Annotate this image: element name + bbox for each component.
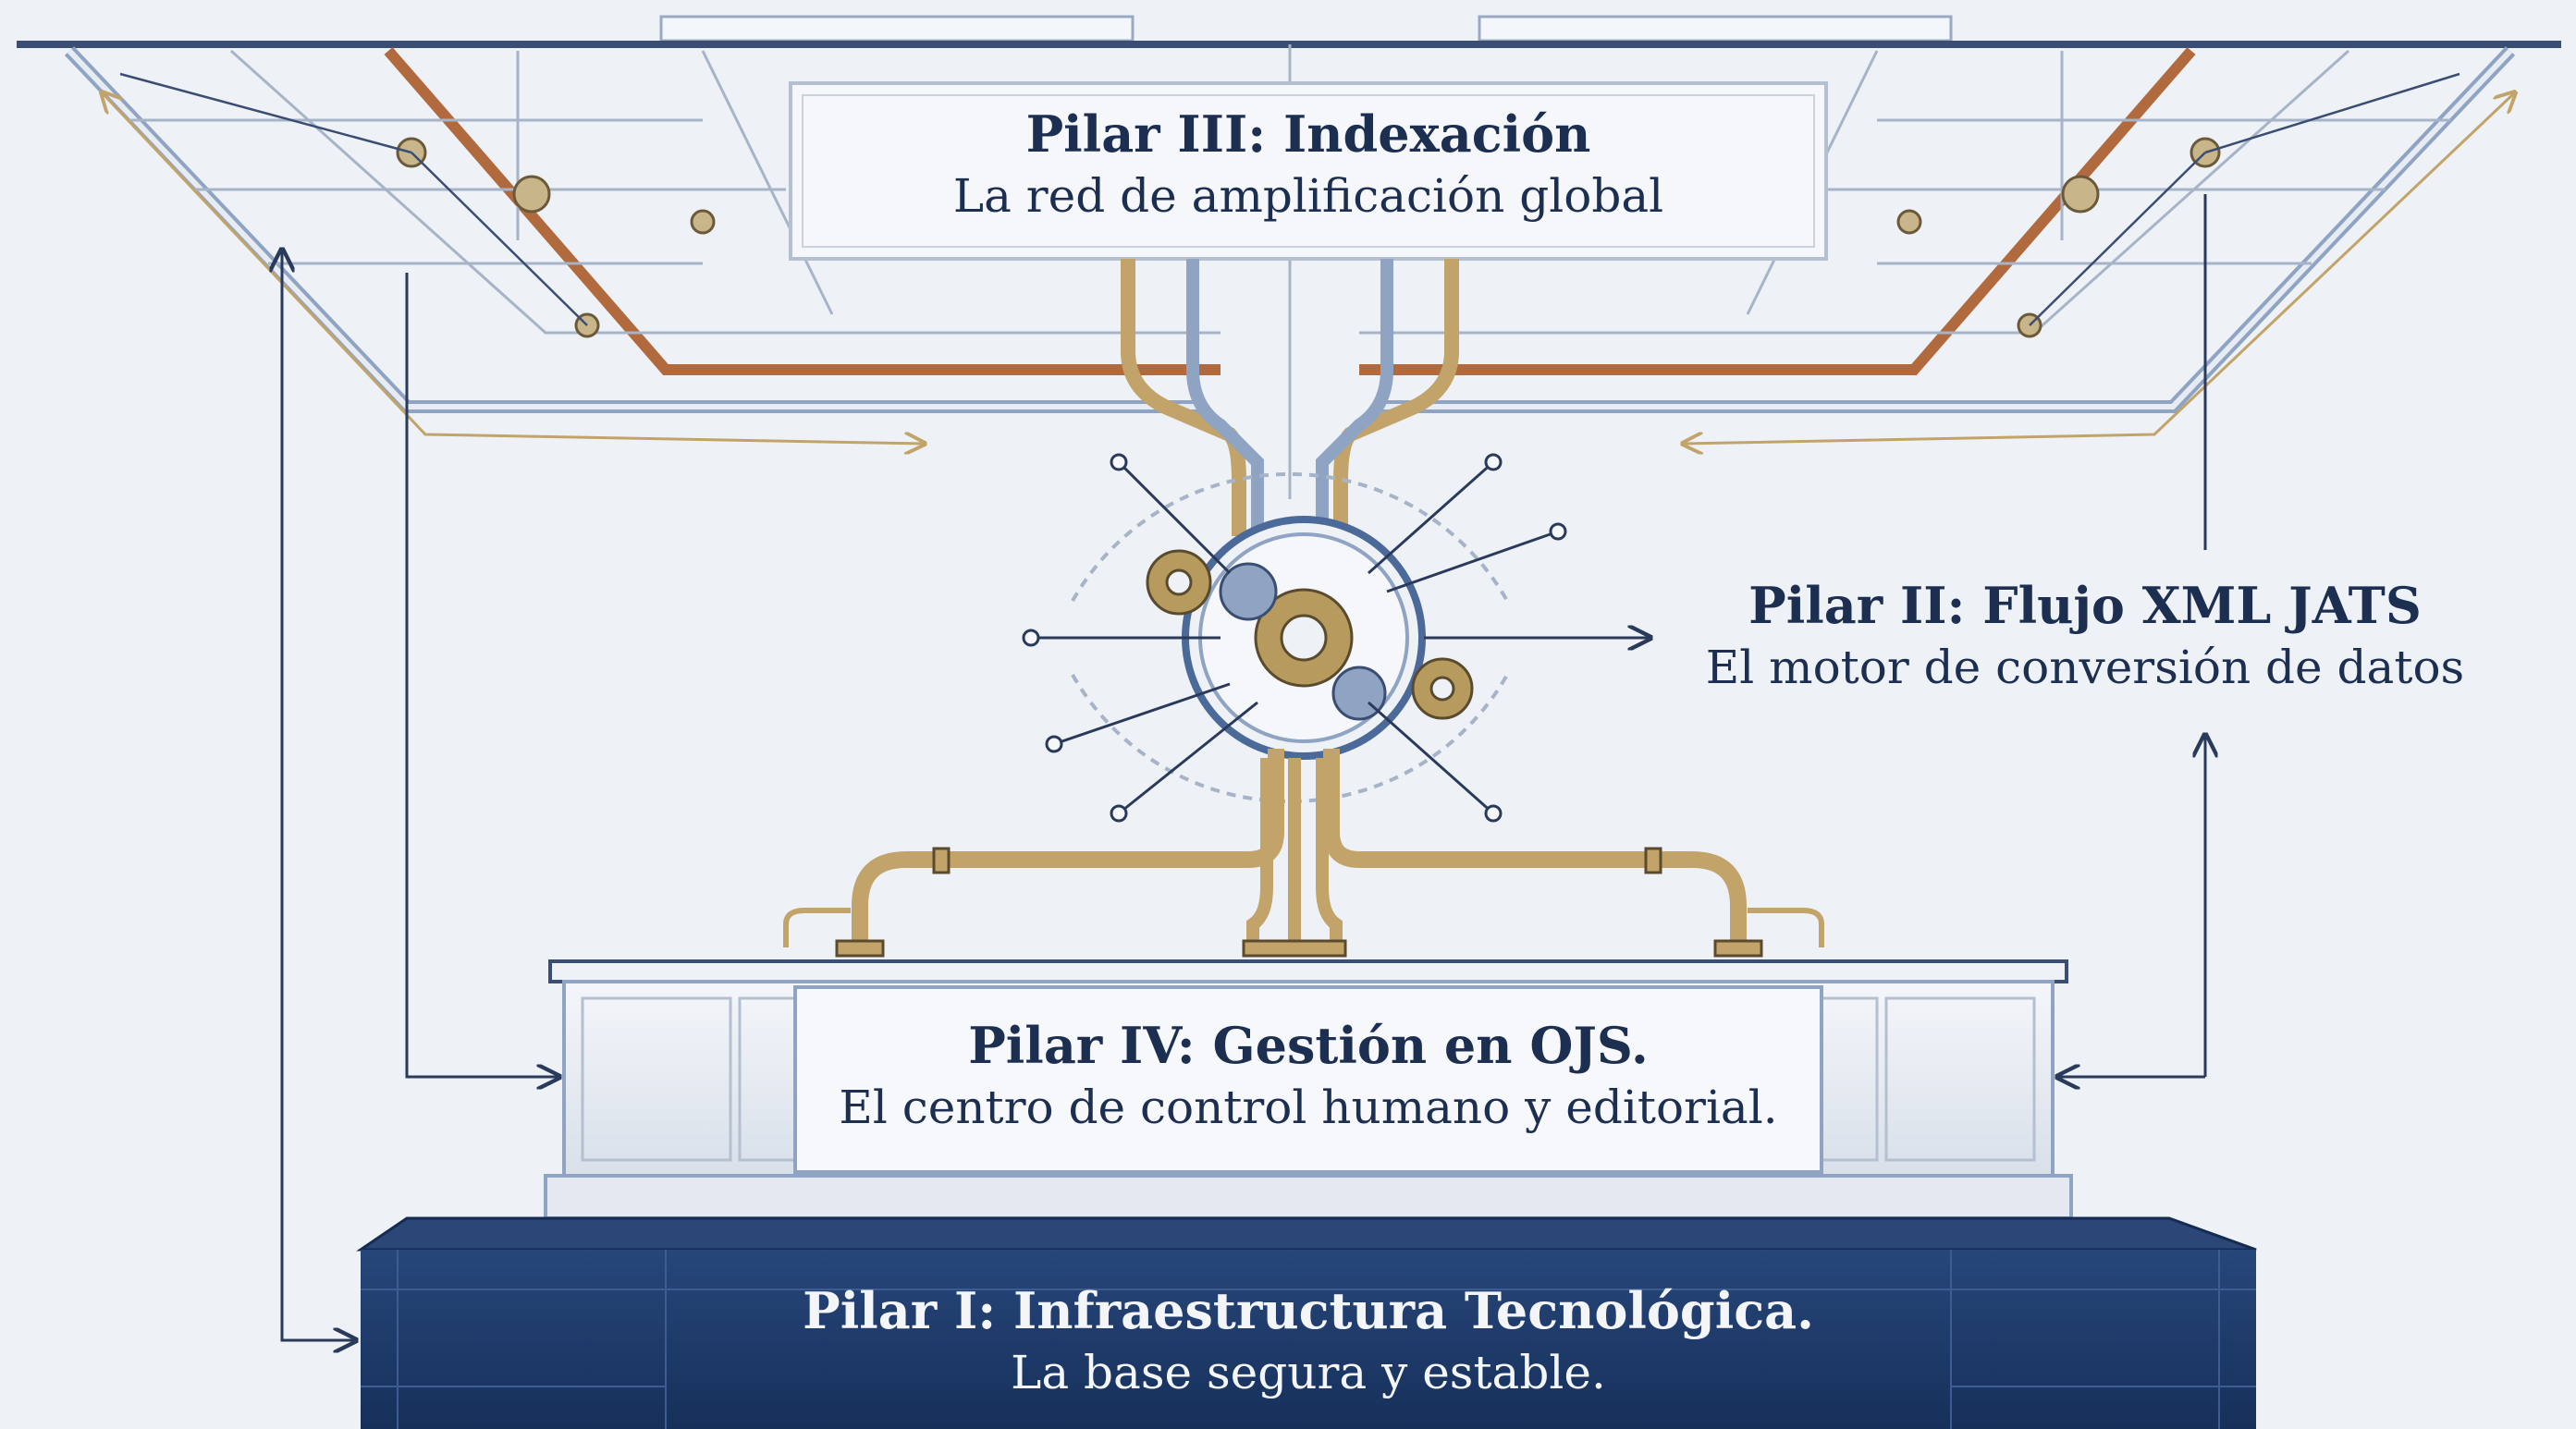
pilar-4-label: Pilar IV: Gestión en OJS. El centro de c… (800, 1015, 1817, 1138)
jats-engine (1022, 453, 1650, 823)
pilar-3-label: Pilar III: Indexación La red de amplific… (804, 104, 1812, 226)
pipes-lower (783, 749, 1824, 947)
pilar-4-title: Pilar IV: Gestión en OJS. (968, 1016, 1649, 1075)
pilar-2-subtitle: El motor de conversión de datos (1705, 640, 2465, 694)
pilar-3-frame (789, 81, 1828, 261)
pilar-1-subtitle: La base segura y estable. (1011, 1345, 1606, 1399)
pilar-1-title: Pilar I: Infraestructura Tecnológica. (803, 1281, 1814, 1340)
pilar-2-title: Pilar II: Flujo XML JATS (1748, 576, 2422, 635)
pilar-4-subtitle: El centro de control humano y editorial. (839, 1080, 1778, 1134)
pilar-3-subtitle: La red de amplificación global (952, 168, 1664, 223)
ojs-platform (544, 959, 2073, 1220)
pilar-1-label: Pilar I: Infraestructura Tecnológica. La… (555, 1280, 2062, 1403)
pilar-2-label: Pilar II: Flujo XML JATS El motor de con… (1655, 575, 2515, 698)
feedback-arrows (282, 194, 2205, 1340)
pipes-upper (1121, 259, 1459, 536)
pilar-3-title: Pilar III: Indexación (1025, 104, 1591, 164)
pipe-couplings (835, 847, 1763, 958)
infra-base (356, 1216, 2257, 1429)
